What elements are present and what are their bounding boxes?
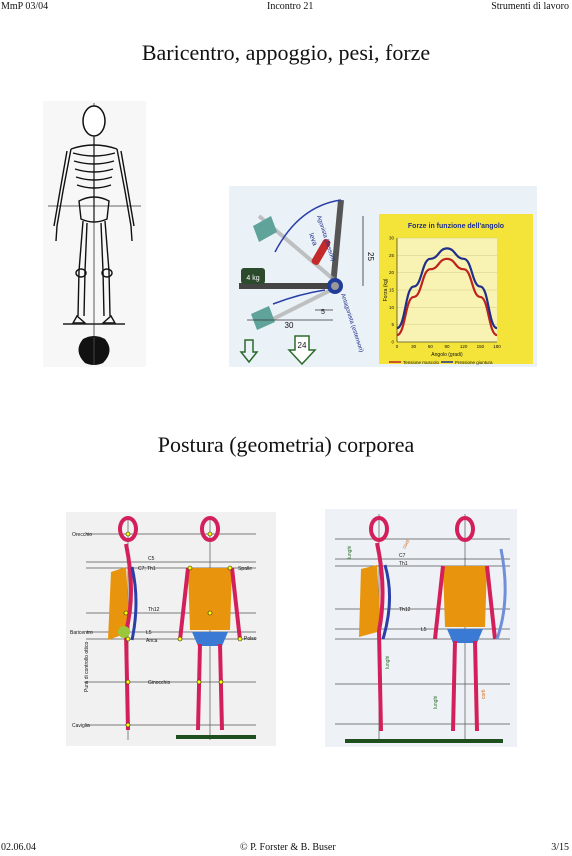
label-corti-2: corti [481, 690, 487, 699]
label-polso: Polso [244, 636, 257, 642]
dim-5: 5 [321, 309, 325, 316]
label-c7-th1: C7; Th1 [138, 566, 156, 572]
chart-xtick: 30 [411, 344, 417, 349]
label-caviglia: Caviglia [72, 723, 90, 729]
legend-muscle: Tensione muscolo [403, 360, 440, 365]
load-label: 24 [298, 341, 307, 350]
footer-center: © P. Forster & B. Buser [240, 842, 336, 853]
footer-left: 02.06.04 [1, 842, 36, 853]
chart-ytick: 15 [389, 288, 395, 293]
chart-series-line-1 [396, 257, 498, 337]
label-anca: Anca [146, 638, 158, 644]
chart-title: Forze in funzione dell'angolo [408, 223, 504, 230]
label-spalle: Spalle [238, 566, 252, 572]
header-left: MmP 03/04 [1, 1, 49, 12]
label-punti: Punti di controllo ottico [84, 641, 90, 692]
label-th12-right: Th12 [399, 607, 411, 613]
chart-ytick: 5 [391, 322, 394, 327]
label-baricentro: Baricentro [70, 630, 93, 636]
label-l5: L5 [146, 630, 152, 636]
label-l5-right: L5 [421, 627, 427, 633]
dim-25: 25 [366, 252, 375, 261]
dim-30: 30 [285, 321, 294, 330]
section-title-forces: Baricentro, appoggio, pesi, forze [141, 40, 431, 65]
section-title-posture: Postura (geometria) corporea [157, 432, 415, 457]
chart-xtick: 180 [493, 344, 501, 349]
label-th12: Th12 [148, 607, 160, 613]
chart-xtick: 60 [428, 344, 434, 349]
header-center: Incontro 21 [267, 1, 314, 12]
chart-ytick: 25 [389, 253, 395, 258]
chart-ytick: 20 [389, 270, 395, 275]
header-right: Strumenti di lavoro [491, 1, 569, 12]
lever-diagram: 4 kg leva Agonista (flessori) Antagonist… [229, 186, 537, 367]
weight-label: 4 kg [246, 275, 259, 282]
label-th1: Th1 [399, 561, 408, 567]
chart-xtick: 150 [477, 344, 485, 349]
arm-label: leva [307, 232, 318, 247]
label-corti: corti [402, 539, 412, 550]
chart-xlabel: Angolo (gradi) [431, 352, 463, 358]
posture-figure-right: C7 Th1 Th12 L5 lunghi lunghi lunghi cort… [325, 509, 517, 747]
chart-ytick: 10 [389, 305, 395, 310]
chart-xtick: 120 [460, 344, 468, 349]
chart-series-line-2 [396, 247, 498, 330]
label-ginocchio: Ginocchio [148, 680, 170, 686]
label-orecchio: Orecchio [72, 532, 92, 538]
chart-xtick: 0 [396, 344, 399, 349]
skeleton-figure [43, 101, 146, 367]
chart-xtick: 90 [444, 344, 450, 349]
chart-ytick: 30 [389, 236, 395, 241]
chart-ytick: 0 [391, 340, 394, 345]
chart-ylabel: Forza (kg) [383, 278, 389, 301]
label-c7: C7 [399, 553, 406, 559]
label-lunghi-2: lunghi [385, 656, 391, 669]
legend-joint: Pressione giuntura [455, 360, 493, 365]
posture-figure-left: Orecchio C5 C7; Th1 Spalle Th12 Baricent… [66, 512, 276, 746]
footer-right: 3/15 [551, 842, 569, 853]
label-lunghi: lunghi [347, 546, 353, 559]
label-lunghi-3: lunghi [433, 696, 439, 709]
label-c5: C5 [148, 556, 155, 562]
